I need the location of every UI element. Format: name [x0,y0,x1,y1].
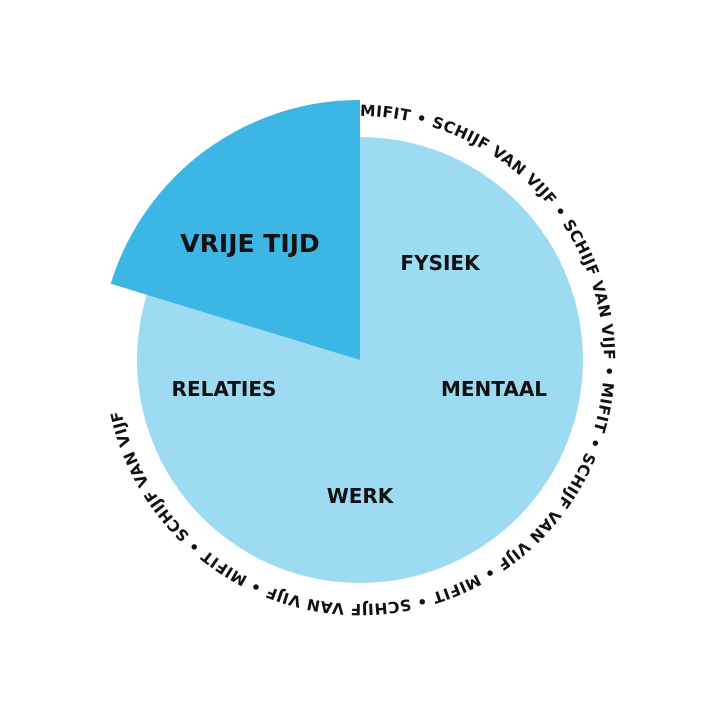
segment-label-werk: WERK [327,484,395,508]
segment-vrije-tijd[interactable] [110,99,360,360]
segment-label-fysiek: FYSIEK [400,251,481,275]
segment-label-mentaal: MENTAAL [441,377,547,401]
segment-label-relaties: RELATIES [172,377,277,401]
segment-label-vrije-tijd: VRIJE TIJD [180,229,319,258]
wheel-disc [136,137,583,583]
